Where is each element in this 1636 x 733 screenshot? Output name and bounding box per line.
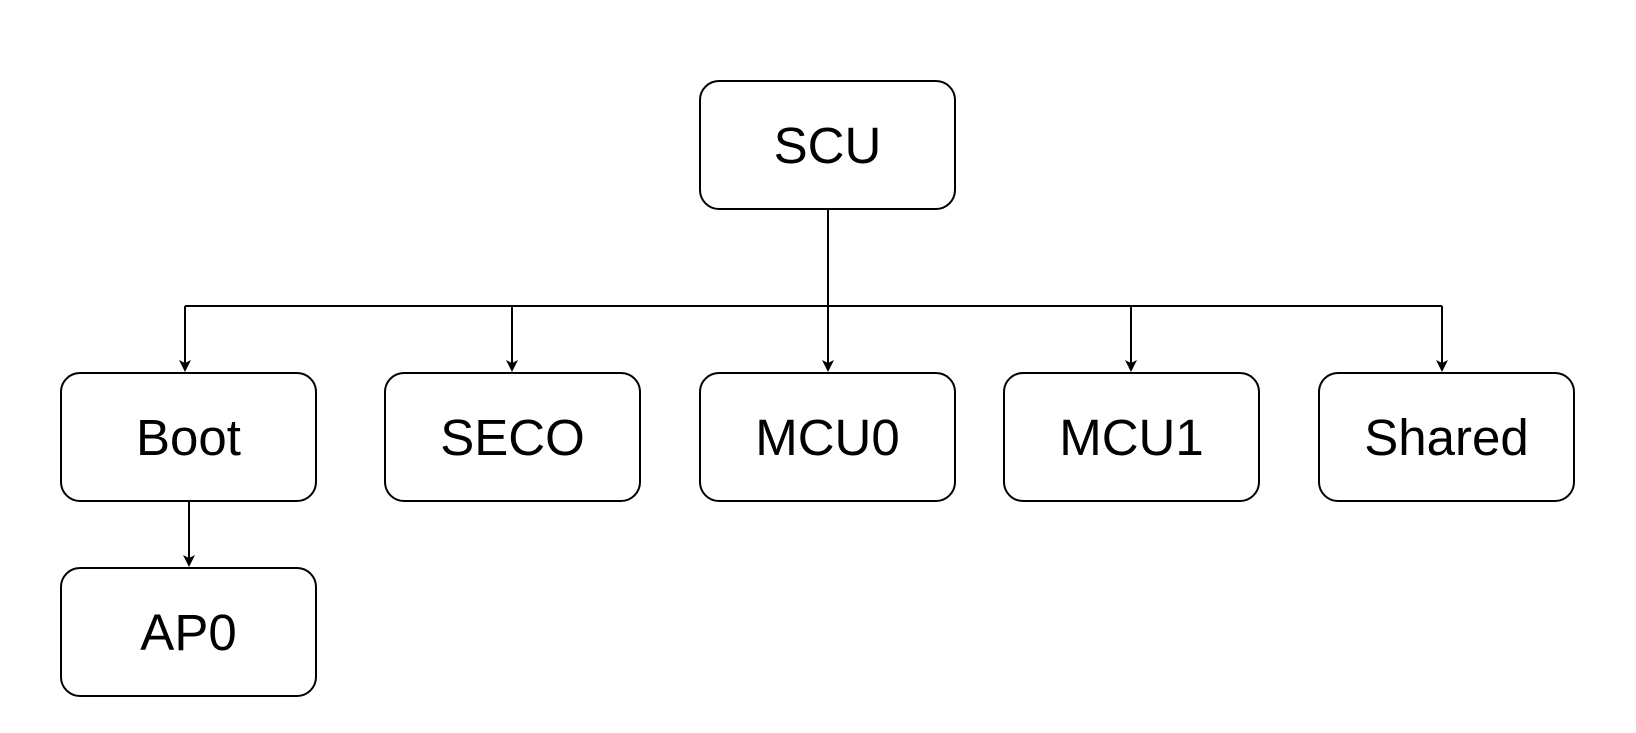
node-scu-label: SCU xyxy=(773,116,882,174)
node-ap0: AP0 xyxy=(60,567,317,697)
node-mcu1-label: MCU1 xyxy=(1059,408,1204,466)
node-seco: SECO xyxy=(384,372,641,502)
node-mcu0-label: MCU0 xyxy=(755,408,900,466)
node-shared-label: Shared xyxy=(1364,408,1529,466)
node-mcu0: MCU0 xyxy=(699,372,956,502)
node-ap0-label: AP0 xyxy=(140,603,237,661)
node-boot-label: Boot xyxy=(136,408,241,466)
node-shared: Shared xyxy=(1318,372,1575,502)
node-scu: SCU xyxy=(699,80,956,210)
node-seco-label: SECO xyxy=(440,408,585,466)
node-boot: Boot xyxy=(60,372,317,502)
node-mcu1: MCU1 xyxy=(1003,372,1260,502)
